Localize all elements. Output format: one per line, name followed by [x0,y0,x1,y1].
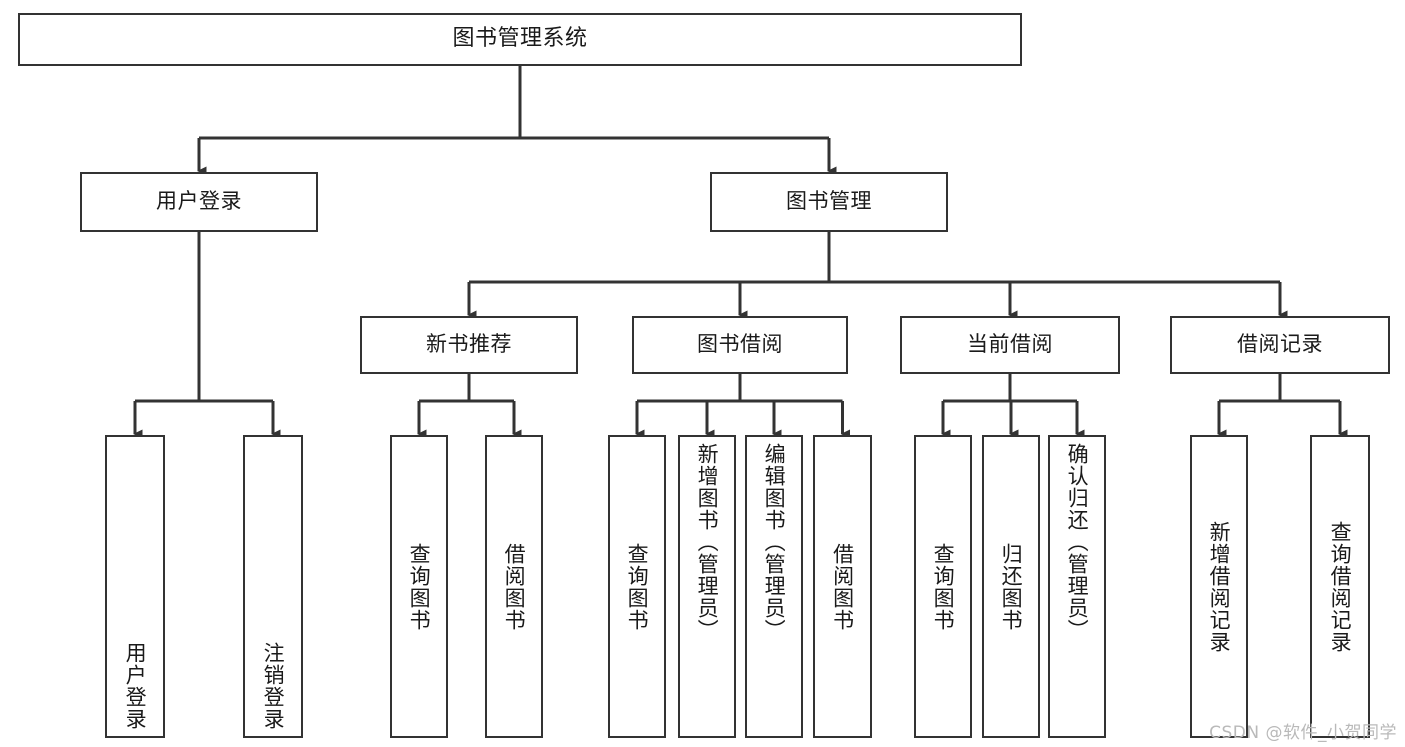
node-leaf-return-book[interactable]: 归还图书 [982,435,1040,738]
node-label: 新增图书（管理员） [695,443,720,641]
node-label: 新书推荐 [426,332,512,357]
node-root[interactable]: 图书管理系统 [18,13,1022,66]
node-bookmgmt[interactable]: 图书管理 [710,172,948,232]
node-label: 图书管理系统 [452,26,588,52]
node-leaf-user-logout[interactable]: 注销登录 [243,435,303,738]
node-records[interactable]: 借阅记录 [1170,316,1390,374]
node-label: 查询图书 [407,542,432,631]
node-leaf-query-book-1[interactable]: 查询图书 [390,435,448,738]
node-leaf-query-book-2[interactable]: 查询图书 [608,435,666,738]
node-label: 用户登录 [123,642,148,730]
node-label: 确认归还（管理员） [1065,443,1090,641]
csdn-watermark: CSDN @软件_小贺同学 [1209,723,1397,743]
node-label: 当前借阅 [967,332,1053,357]
node-login[interactable]: 用户登录 [80,172,318,232]
node-borrow[interactable]: 图书借阅 [632,316,848,374]
node-label: 图书借阅 [697,332,783,357]
node-current[interactable]: 当前借阅 [900,316,1120,374]
node-leaf-query-record[interactable]: 查询借阅记录 [1310,435,1370,738]
node-newbook[interactable]: 新书推荐 [360,316,578,374]
node-label: 借阅图书 [502,542,527,631]
node-leaf-borrow-book-2[interactable]: 借阅图书 [813,435,872,738]
node-leaf-user-login[interactable]: 用户登录 [105,435,165,738]
node-leaf-edit-book[interactable]: 编辑图书（管理员） [745,435,803,738]
node-label: 借阅图书 [830,542,855,631]
node-label: 编辑图书（管理员） [762,443,787,641]
node-leaf-confirm-return[interactable]: 确认归还（管理员） [1048,435,1106,738]
node-label: 查询图书 [931,542,956,631]
node-label: 查询借阅记录 [1328,520,1353,653]
node-leaf-query-book-3[interactable]: 查询图书 [914,435,972,738]
node-label: 新增借阅记录 [1207,520,1232,653]
node-leaf-add-book[interactable]: 新增图书（管理员） [678,435,736,738]
node-label: 注销登录 [261,642,286,730]
node-label: 借阅记录 [1237,332,1323,357]
node-label: 查询图书 [625,542,650,631]
node-leaf-add-record[interactable]: 新增借阅记录 [1190,435,1248,738]
node-label: 图书管理 [786,189,872,214]
node-label: 用户登录 [156,189,242,214]
node-label: 归还图书 [999,542,1024,631]
node-leaf-borrow-book-1[interactable]: 借阅图书 [485,435,543,738]
